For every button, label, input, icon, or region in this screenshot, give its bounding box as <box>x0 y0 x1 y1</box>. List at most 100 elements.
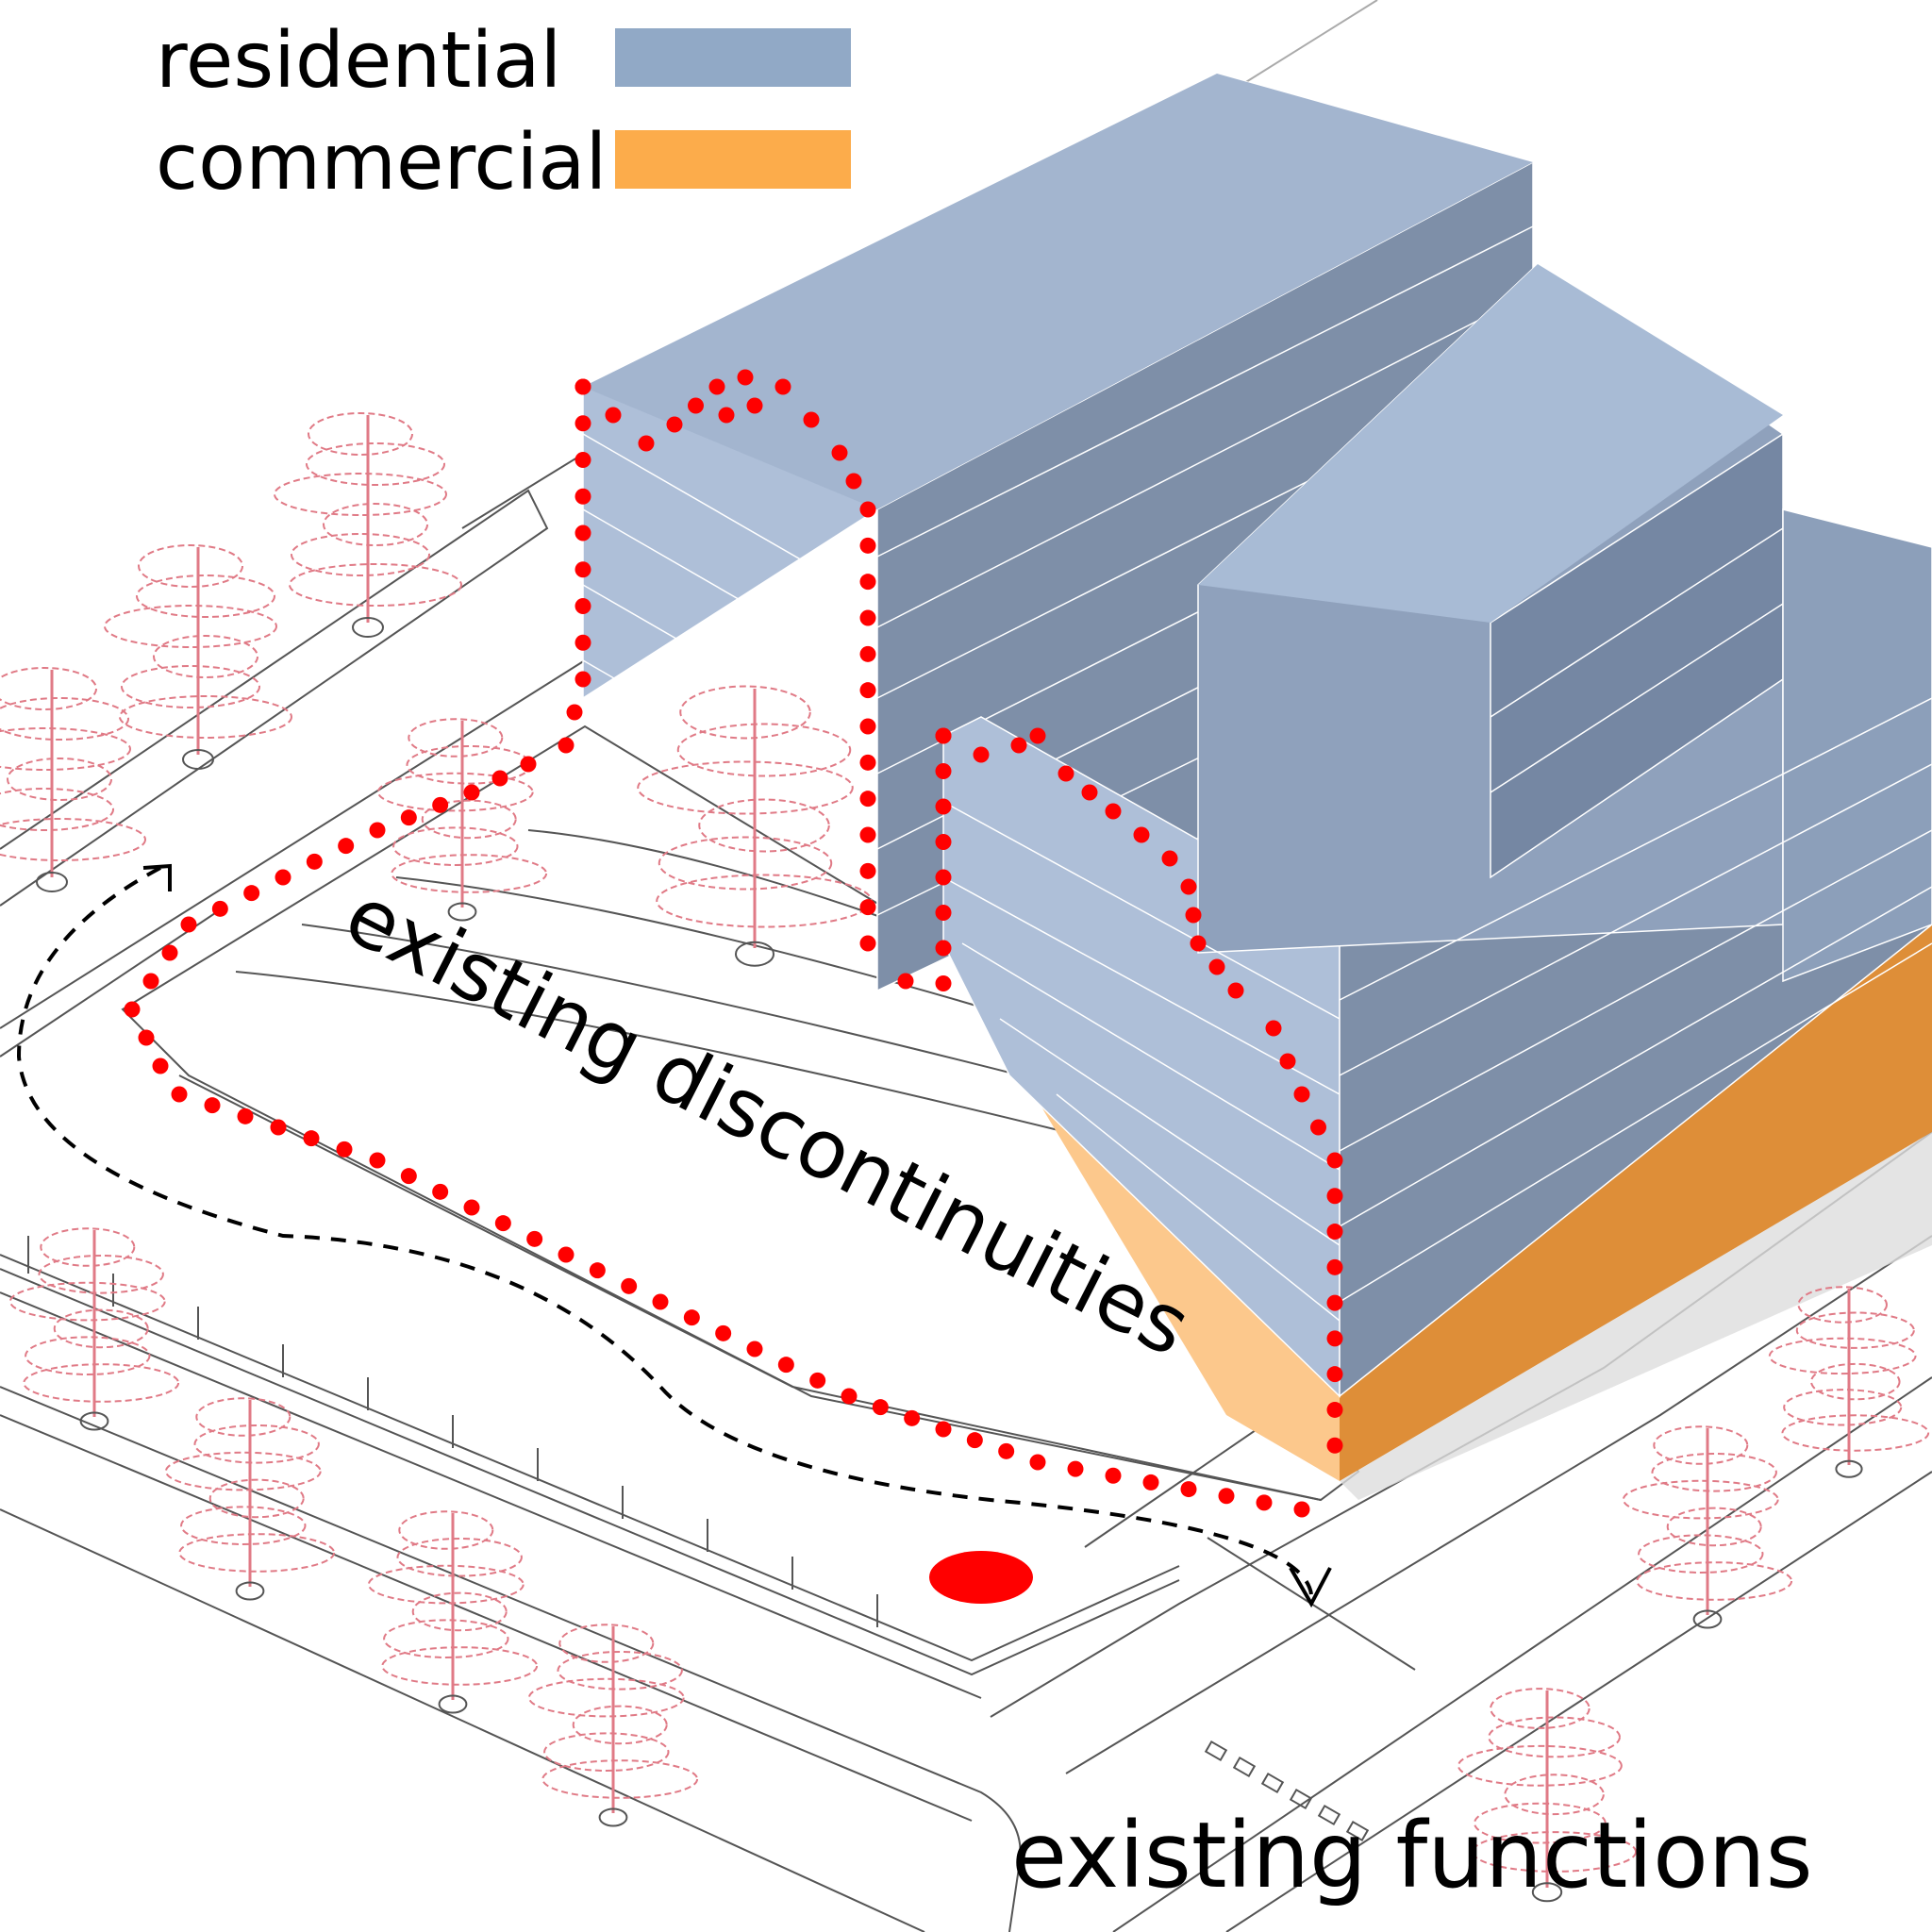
legend: residential commercial <box>156 16 851 208</box>
boundary-dot <box>1326 1401 1343 1418</box>
tree-foliage <box>289 563 462 607</box>
boundary-dot <box>270 1119 287 1136</box>
boundary-dot <box>746 1341 763 1357</box>
tree-foliage <box>658 836 833 891</box>
boundary-dot <box>526 1230 543 1247</box>
tree-foliage <box>637 760 854 815</box>
tree-foliage <box>408 718 504 758</box>
boundary-dot <box>777 1357 794 1374</box>
boundary-dot <box>558 737 575 754</box>
tree-foliage <box>1810 1362 1901 1401</box>
boundary-dot <box>1029 727 1046 744</box>
tree-foliage <box>7 758 112 801</box>
boundary-dot <box>1142 1474 1159 1491</box>
tree-foliage <box>40 1227 136 1267</box>
boundary-dot <box>859 574 876 591</box>
boundary-dot <box>432 796 449 813</box>
tree-foliage <box>1666 1507 1762 1547</box>
tree <box>367 1510 539 1714</box>
boundary-dot <box>998 1442 1015 1459</box>
boundary-dot <box>803 411 820 428</box>
boundary-dot <box>904 1409 921 1426</box>
tree-pit <box>36 872 68 892</box>
tree-foliage <box>1490 1688 1591 1729</box>
boundary-dot <box>859 537 876 554</box>
tree-foliage <box>291 533 430 576</box>
right-block-far-wing <box>1782 508 1932 983</box>
tree-foliage <box>0 788 114 831</box>
boundary-dot <box>774 378 791 395</box>
boundary-dot <box>746 397 763 414</box>
tree-foliage <box>1472 1831 1638 1873</box>
boundary-dot <box>575 561 591 578</box>
boundary-dot <box>1326 1437 1343 1454</box>
tree-pit <box>235 1581 265 1601</box>
tree-pit <box>1531 1882 1563 1903</box>
boundary-dot <box>237 1108 254 1124</box>
boundary-dot <box>1190 935 1207 952</box>
tree-foliage <box>411 1591 508 1632</box>
boundary-dot <box>638 435 655 452</box>
boundary-dot <box>859 826 876 843</box>
tree-foliage <box>1651 1453 1777 1492</box>
tree-pit <box>352 617 384 638</box>
boundary-dot <box>859 645 876 662</box>
boundary-dot <box>1133 826 1150 843</box>
tree-foliage <box>1653 1425 1749 1465</box>
boundary-dot <box>718 407 735 424</box>
boundary-dot <box>935 905 952 921</box>
boundary-dot <box>152 1058 169 1074</box>
boundary-dot <box>566 704 583 721</box>
boundary-dot <box>575 634 591 651</box>
tree-foliage <box>543 1732 670 1772</box>
boundary-dot <box>1326 1152 1343 1169</box>
tree-pit <box>1835 1459 1863 1478</box>
tree-foliage <box>396 1538 523 1577</box>
tree-foliage <box>208 1478 305 1519</box>
boundary-dot <box>841 1388 858 1405</box>
tree <box>0 667 146 892</box>
boundary-dot <box>652 1293 669 1310</box>
boundary-dot <box>935 727 952 744</box>
boundary-dot <box>1067 1460 1084 1477</box>
boundary-dot <box>809 1372 826 1389</box>
tree-foliage <box>193 1424 320 1464</box>
boundary-dot <box>935 975 952 991</box>
tree-foliage <box>138 544 243 588</box>
tree-foliage <box>0 697 129 741</box>
tree-foliage <box>1622 1479 1779 1520</box>
tree <box>1457 1688 1638 1903</box>
tree-foliage <box>180 1506 307 1545</box>
boundary-dot <box>1265 1020 1282 1037</box>
boundary-dot <box>432 1183 449 1200</box>
boundary-dot <box>1326 1224 1343 1241</box>
boundary-dot <box>463 1199 480 1216</box>
boundary-dot <box>124 1001 141 1018</box>
boundary-dot <box>935 834 952 850</box>
boundary-dot <box>494 1215 511 1232</box>
tree-foliage <box>557 1651 683 1690</box>
boundary-dot <box>859 935 876 952</box>
boundary-dot <box>1326 1258 1343 1275</box>
boundary-dot <box>1293 1501 1310 1518</box>
boundary-dot <box>1010 737 1027 754</box>
legend-swatch-commercial <box>615 130 851 189</box>
crosswalk <box>1204 1740 1370 1842</box>
boundary-dot <box>1180 1481 1197 1498</box>
boundary-dot <box>303 1130 320 1147</box>
boundary-dot <box>935 798 952 815</box>
boundary-dot <box>1326 1294 1343 1311</box>
tree-foliage <box>1488 1716 1621 1758</box>
tree-foliage <box>104 605 277 648</box>
boundary-dot <box>161 944 178 961</box>
boundary-dot <box>558 1246 575 1263</box>
tree <box>164 1397 336 1601</box>
right-block-base-commercial-side <box>1340 924 1932 1481</box>
tree-foliage <box>195 1397 291 1437</box>
boundary-dot <box>1326 1330 1343 1347</box>
boundary-dot <box>575 452 591 468</box>
tree <box>527 1624 699 1827</box>
boundary-dot <box>897 973 914 990</box>
boundary-dot <box>621 1277 638 1294</box>
